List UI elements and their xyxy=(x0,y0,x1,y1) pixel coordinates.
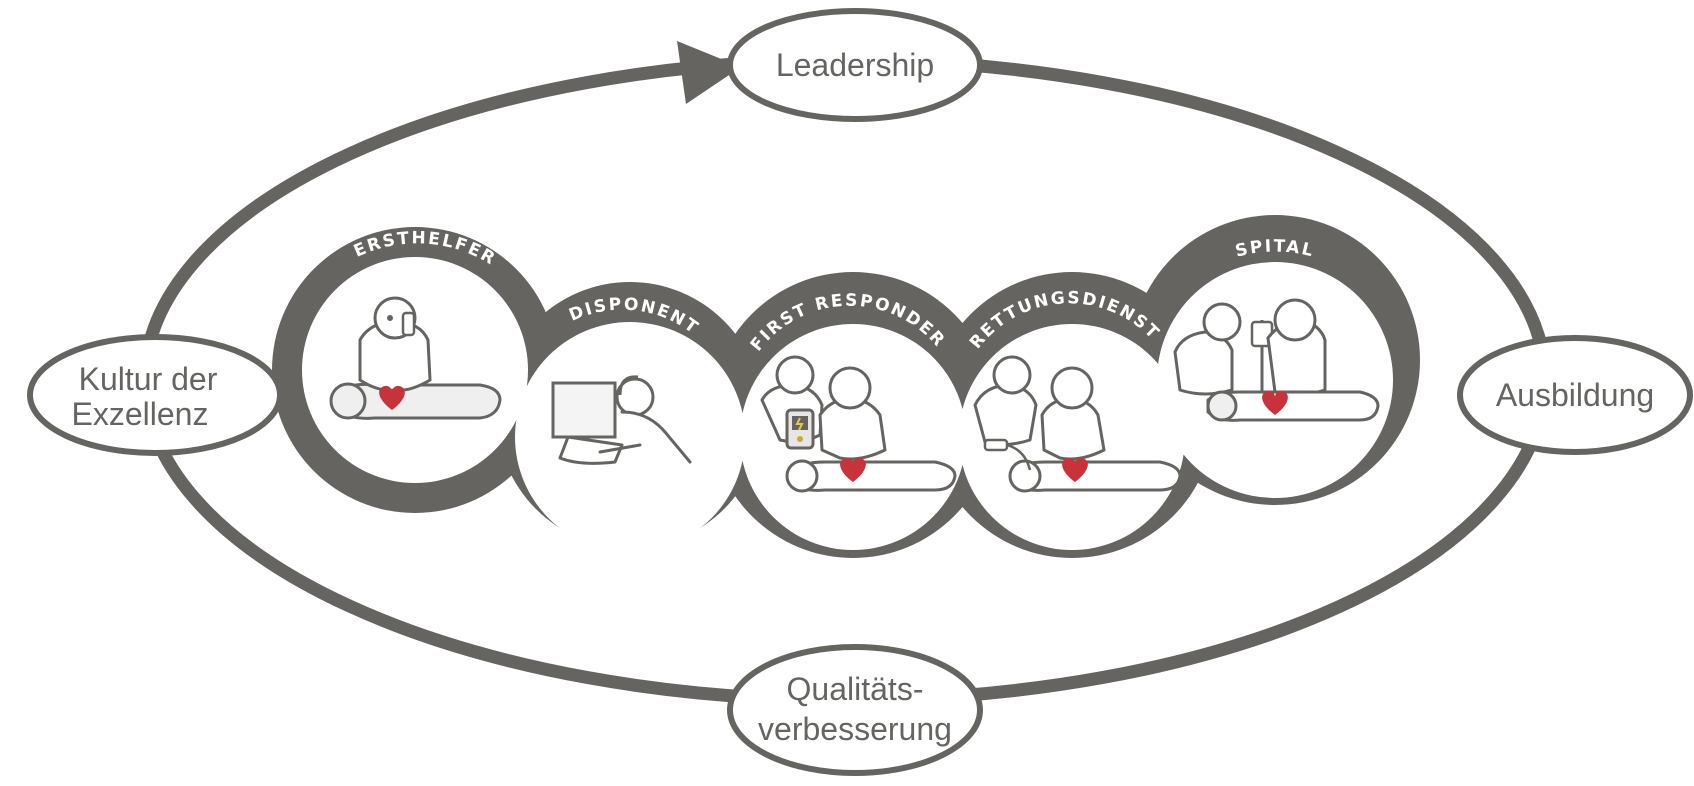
node-ausbildung: Ausbildung xyxy=(1457,335,1693,455)
paramedics-ventilation-icon xyxy=(973,355,1182,493)
first-responder-aed-icon xyxy=(760,355,957,493)
svg-text:Qualitäts-: Qualitäts- xyxy=(787,671,924,707)
node-leadership: Leadership xyxy=(727,8,983,122)
svg-text:Leadership: Leadership xyxy=(776,47,934,83)
hospital-care-icon xyxy=(1173,298,1380,422)
svg-text:Kultur der: Kultur der xyxy=(79,361,218,397)
svg-text:verbesserung: verbesserung xyxy=(758,711,952,747)
svg-text:Ausbildung: Ausbildung xyxy=(1496,377,1654,413)
dispatcher-headset-icon xyxy=(551,375,692,465)
svg-text:Exzellenz: Exzellenz xyxy=(72,396,209,432)
cycle-arrow-head xyxy=(677,41,741,104)
bystander-cpr-icon xyxy=(329,296,502,420)
node-qualitaetsverbesserung: Qualitäts- verbesserung xyxy=(727,644,983,776)
node-kultur-der-exzellenz: Kultur der Exzellenz xyxy=(27,334,283,456)
